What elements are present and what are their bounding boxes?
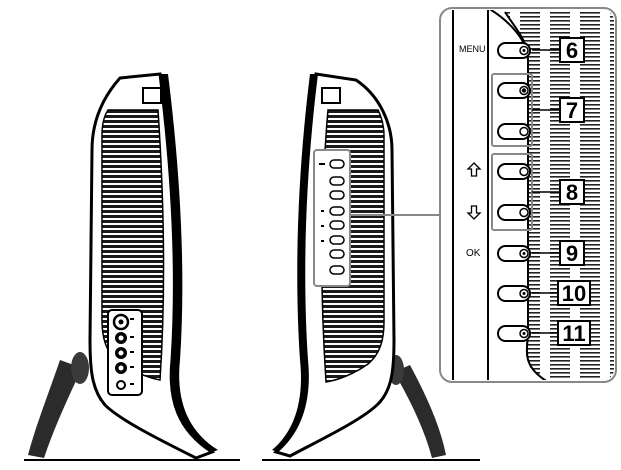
jack-5-icon [116, 380, 126, 390]
left-stand [28, 360, 82, 458]
callout-number-11: 11 [557, 320, 591, 346]
menu-button[interactable] [497, 42, 531, 59]
right-front-rim [272, 74, 318, 452]
callout-number-7: 7 [559, 97, 585, 123]
callout-number-8: 8 [559, 179, 585, 205]
svg-text:7: 7 [566, 98, 578, 123]
right-monitor [262, 72, 480, 461]
up-button[interactable] [497, 163, 531, 180]
ok-label: OK [466, 248, 481, 259]
callout-panel: MENU OK [439, 7, 617, 383]
right-button-column [313, 149, 351, 287]
callout-number-9: 9 [559, 240, 585, 266]
input-button[interactable] [497, 123, 531, 140]
down-arrow-icon [466, 205, 482, 220]
up-arrow-icon [466, 162, 482, 177]
left-top-handle [142, 87, 162, 104]
menu-label: MENU [459, 44, 486, 54]
button-10[interactable] [497, 285, 531, 302]
svg-text:10: 10 [562, 281, 586, 306]
left-jack-panel [107, 309, 143, 396]
right-top-handle [321, 87, 341, 104]
callout-number-10: 10 [557, 280, 591, 306]
left-monitor [24, 72, 240, 461]
right-stand [394, 365, 446, 458]
svg-text:9: 9 [566, 241, 578, 266]
ok-button[interactable] [497, 245, 531, 262]
svg-text:11: 11 [562, 321, 585, 346]
left-stand-hinge [71, 352, 89, 384]
button-11[interactable] [497, 325, 531, 342]
power-button[interactable] [497, 82, 531, 99]
svg-text:6: 6 [566, 38, 578, 63]
down-button[interactable] [497, 204, 531, 221]
callout-number-6: 6 [559, 37, 585, 63]
right-button-stack [319, 159, 345, 275]
left-front-rim [160, 74, 218, 452]
svg-text:8: 8 [566, 180, 578, 205]
